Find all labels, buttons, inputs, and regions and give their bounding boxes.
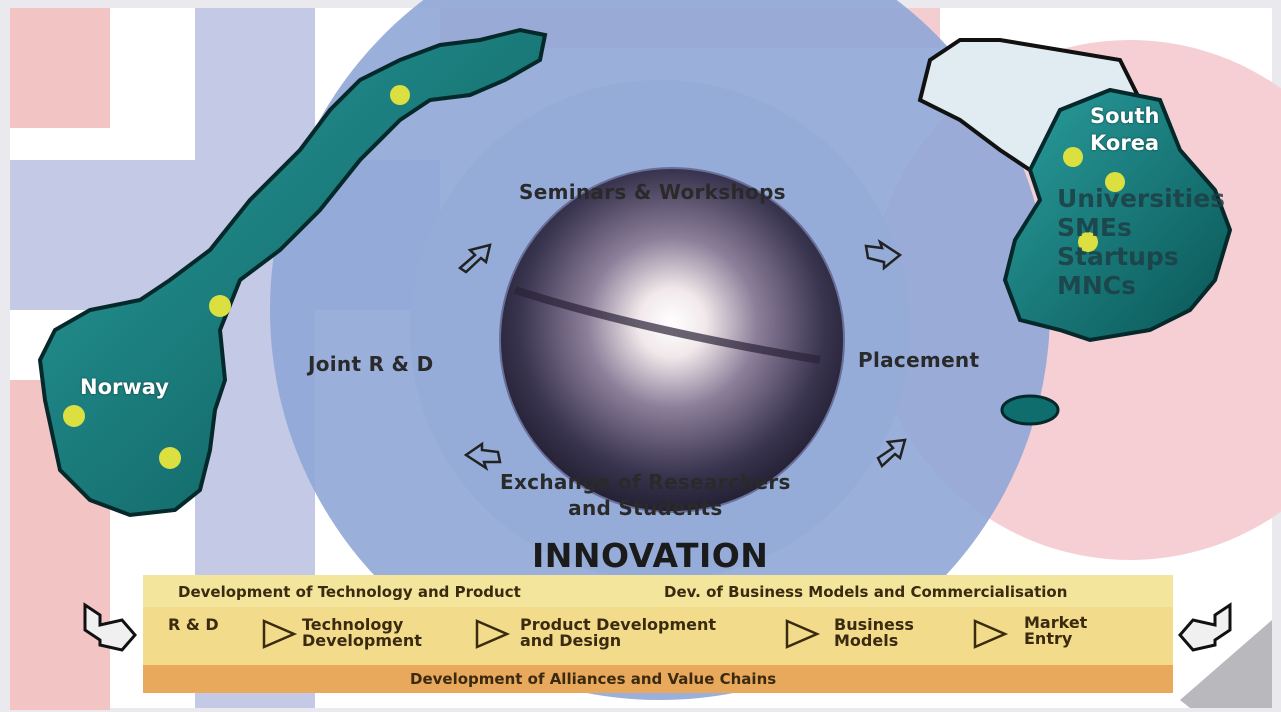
country-label-norway: Norway — [80, 375, 169, 399]
pipeline-header-band — [143, 575, 1173, 607]
arrow-right-icon — [83, 602, 137, 652]
innovation-title: INNOVATION — [532, 536, 769, 575]
country-label-korea-line2: Korea — [1090, 131, 1160, 155]
arrow-icon — [457, 243, 492, 274]
city-dot — [390, 85, 410, 105]
cycle-label-top: Seminars & Workshops — [519, 180, 786, 204]
step-line1: Technology — [302, 615, 404, 634]
pipeline-step: Technology Development — [302, 617, 422, 649]
cycle-label-right: Placement — [858, 348, 980, 372]
triangle-icon — [785, 619, 821, 649]
arrow-icon — [463, 441, 502, 471]
country-label-korea: South Korea — [1090, 103, 1160, 157]
korea-actor: MNCs — [1057, 271, 1137, 300]
cycle-label-bottom-line1: Exchange of Researchers — [500, 470, 791, 494]
arrow-left-icon — [1178, 602, 1232, 652]
step-line1: R & D — [168, 615, 219, 634]
city-dot — [159, 447, 181, 469]
pipeline-step: R & D — [168, 617, 219, 633]
norway-map — [37, 27, 548, 518]
step-line1: Product Development — [520, 615, 717, 634]
pipeline-step: Product Development and Design — [520, 617, 716, 649]
outer-arrows — [83, 602, 1232, 652]
korea-actor: Startups — [1057, 242, 1179, 271]
step-line2: Models — [834, 631, 899, 650]
bg-red-block-tl — [10, 8, 110, 128]
step-line1: Business — [834, 615, 914, 634]
step-line2: Entry — [1024, 629, 1073, 648]
step-line2: and Design — [520, 631, 622, 650]
south-korea-map — [1002, 87, 1233, 343]
pipeline-footer-band — [143, 665, 1173, 693]
city-dot — [1063, 147, 1083, 167]
arrow-icon — [864, 239, 903, 271]
pipeline-step: Market Entry — [1024, 615, 1087, 647]
step-line1: Market — [1024, 613, 1088, 632]
country-label-korea-line1: South — [1090, 104, 1160, 128]
pipeline-header-left: Development of Technology and Product — [178, 583, 521, 601]
pipeline-step: Business Models — [834, 617, 914, 649]
city-dot — [63, 405, 85, 427]
triangle-icon — [262, 619, 298, 649]
pipeline-footer: Development of Alliances and Value Chain… — [410, 670, 777, 688]
galaxy-dust-lane — [513, 286, 821, 364]
city-dot — [1078, 232, 1098, 252]
korea-actor: Universities — [1057, 184, 1226, 213]
city-dot — [209, 295, 231, 317]
triangle-icon — [475, 619, 511, 649]
cycle-arrows — [457, 239, 907, 471]
korea-actor: SMEs — [1057, 213, 1132, 242]
step-triangles — [262, 619, 1009, 649]
cycle-label-bottom-line2: and Students — [568, 496, 723, 520]
step-line2: Development — [302, 631, 422, 650]
triangle-icon — [973, 619, 1009, 649]
city-dot — [1105, 172, 1125, 192]
cycle-label-bottom: Exchange of Researchers and Students — [500, 470, 791, 520]
bg-grey-diagonal — [1180, 620, 1272, 708]
korea-actor-list: Universities SMEs Startups MNCs — [1057, 184, 1225, 300]
galaxy-image — [499, 167, 845, 513]
pipeline-header-right: Dev. of Business Models and Commercialis… — [664, 583, 1068, 601]
cycle-label-left: Joint R & D — [308, 352, 434, 376]
jeju-island — [1000, 394, 1060, 426]
arrow-icon — [876, 438, 907, 469]
